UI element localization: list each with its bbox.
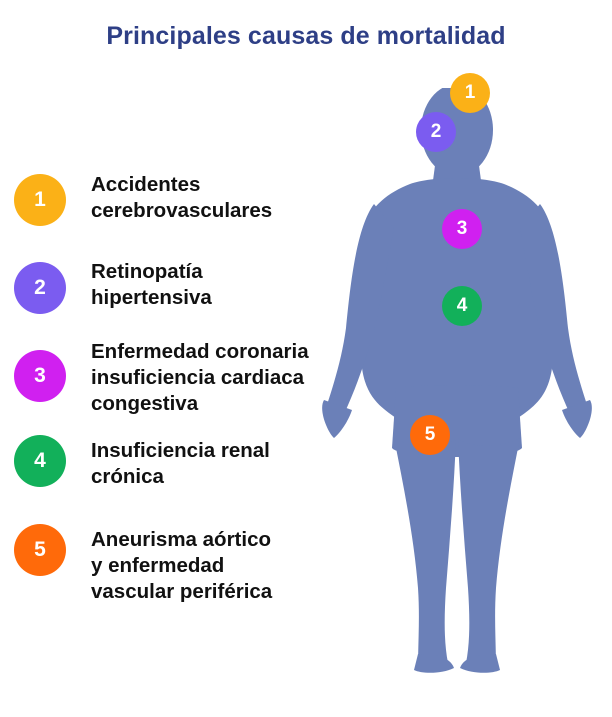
heart-marker-3: 3: [442, 209, 482, 249]
page-title: Principales causas de mortalidad: [106, 22, 506, 50]
kidney-marker-4: 4: [442, 286, 482, 326]
artery-marker-5: 5: [410, 415, 450, 455]
cause-label-4: Insuficiencia renal crónica: [91, 439, 270, 488]
cause-label-5: Aneurisma aórtico y enfermedad vascular …: [91, 528, 273, 603]
cause-badge-4: 4: [14, 435, 66, 487]
cause-badge-1: 1: [14, 174, 66, 226]
cause-label-3: Enfermedad coronaria insuficiencia cardi…: [91, 340, 309, 415]
cause-badge-5: 5: [14, 524, 66, 576]
cause-label-2: Retinopatía hipertensiva: [91, 260, 212, 309]
cause-item-1: 1: [14, 174, 66, 226]
cause-item-4: 4: [14, 435, 66, 487]
human-silhouette-icon: [322, 84, 592, 673]
cause-label-1: Accidentes cerebrovasculares: [91, 173, 273, 222]
cause-badge-2: 2: [14, 262, 66, 314]
brain-marker-1: 1: [450, 73, 490, 113]
cause-badge-3: 3: [14, 350, 66, 402]
human-body-figure: 1 2 3 4 5: [322, 73, 592, 678]
cause-item-3: 3: [14, 350, 66, 402]
cause-item-2: 2: [14, 262, 66, 314]
cause-item-5: 5: [14, 524, 66, 576]
eye-marker-2: 2: [416, 112, 456, 152]
